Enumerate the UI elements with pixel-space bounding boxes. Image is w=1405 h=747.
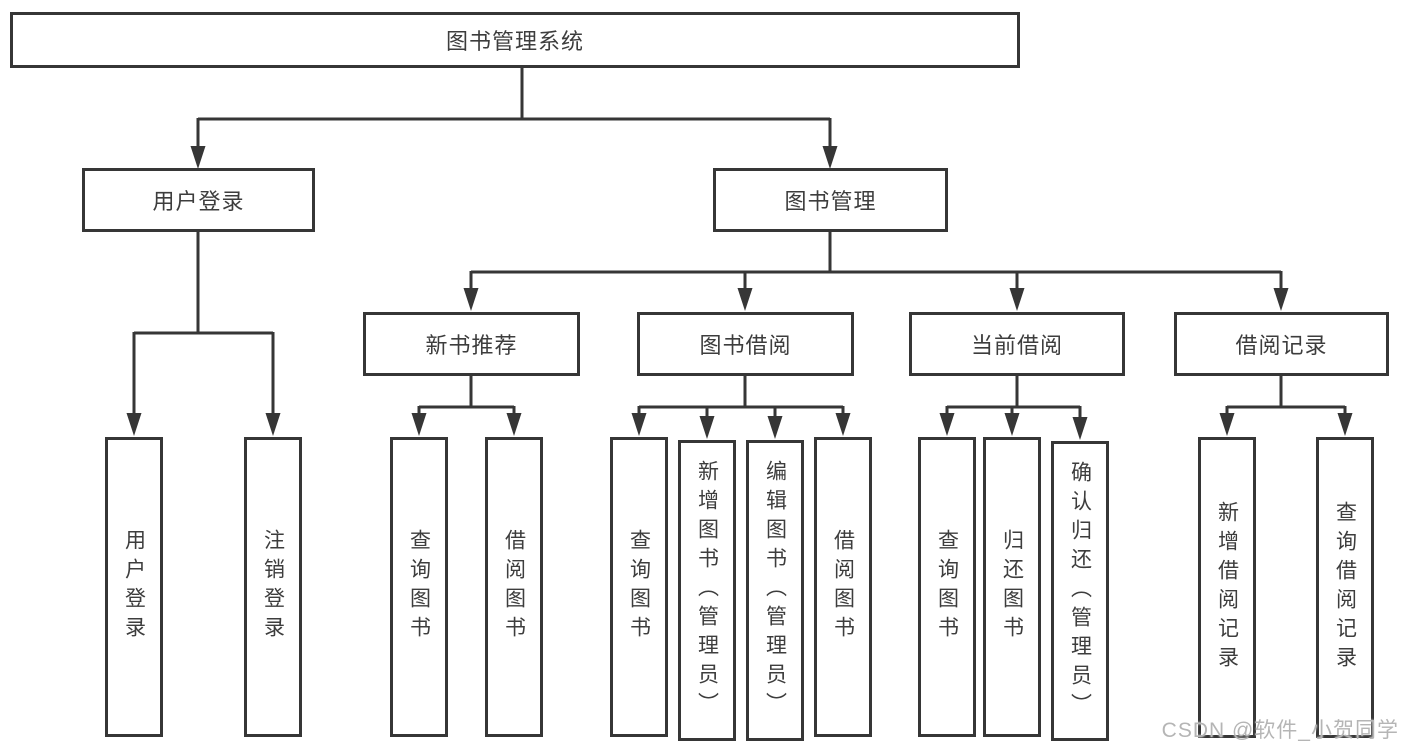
leaf-return-book: 归还图书 [983, 437, 1041, 737]
node-label: 归还图书 [1000, 529, 1024, 645]
csdn-watermark: CSDN @软件_小贺同学 [1161, 719, 1399, 742]
node-book-management: 图书管理 [713, 168, 948, 232]
node-label: 借阅图书 [831, 529, 855, 645]
leaf-query-book-current: 查询图书 [918, 437, 976, 737]
leaf-query-book-recommend: 查询图书 [390, 437, 448, 737]
leaf-edit-book-admin: 编辑图书（管理员） [746, 440, 804, 741]
node-label: 查询借阅记录 [1333, 500, 1357, 675]
node-label: 新增图书（管理员） [695, 460, 719, 721]
leaf-borrow-book-recommend: 借阅图书 [485, 437, 543, 737]
leaf-logout: 注销登录 [244, 437, 302, 737]
leaf-query-book-borrow: 查询图书 [610, 437, 668, 737]
node-label: 查询图书 [935, 529, 959, 645]
node-label: 编辑图书（管理员） [763, 460, 787, 721]
node-borrow-records: 借阅记录 [1174, 312, 1389, 376]
node-label: 当前借阅 [970, 333, 1063, 358]
leaf-add-borrow-record: 新增借阅记录 [1198, 437, 1256, 738]
node-label: 借阅记录 [1235, 333, 1328, 358]
node-label: 查询图书 [627, 529, 651, 645]
node-label: 用户登录 [122, 529, 146, 645]
node-book-borrow: 图书借阅 [637, 312, 854, 376]
node-label: 查询图书 [407, 529, 431, 645]
leaf-user-login: 用户登录 [105, 437, 163, 737]
node-current-borrow: 当前借阅 [909, 312, 1125, 376]
node-label: 图书借阅 [699, 333, 792, 358]
node-label: 确认归还（管理员） [1068, 460, 1092, 722]
leaf-borrow-book: 借阅图书 [814, 437, 872, 737]
node-library-management-system: 图书管理系统 [10, 12, 1020, 68]
leaf-query-borrow-record: 查询借阅记录 [1316, 437, 1374, 738]
leaf-confirm-return-admin: 确认归还（管理员） [1051, 441, 1109, 741]
node-label: 新增借阅记录 [1215, 500, 1239, 675]
leaf-add-book-admin: 新增图书（管理员） [678, 440, 736, 741]
node-label: 图书管理系统 [445, 29, 584, 54]
node-label: 注销登录 [261, 529, 285, 645]
node-label: 借阅图书 [502, 529, 526, 645]
node-user-login: 用户登录 [82, 168, 315, 232]
node-label: 用户登录 [152, 189, 245, 214]
node-label: 图书管理 [784, 189, 877, 214]
node-label: 新书推荐 [425, 333, 518, 358]
node-new-book-recommend: 新书推荐 [363, 312, 580, 376]
